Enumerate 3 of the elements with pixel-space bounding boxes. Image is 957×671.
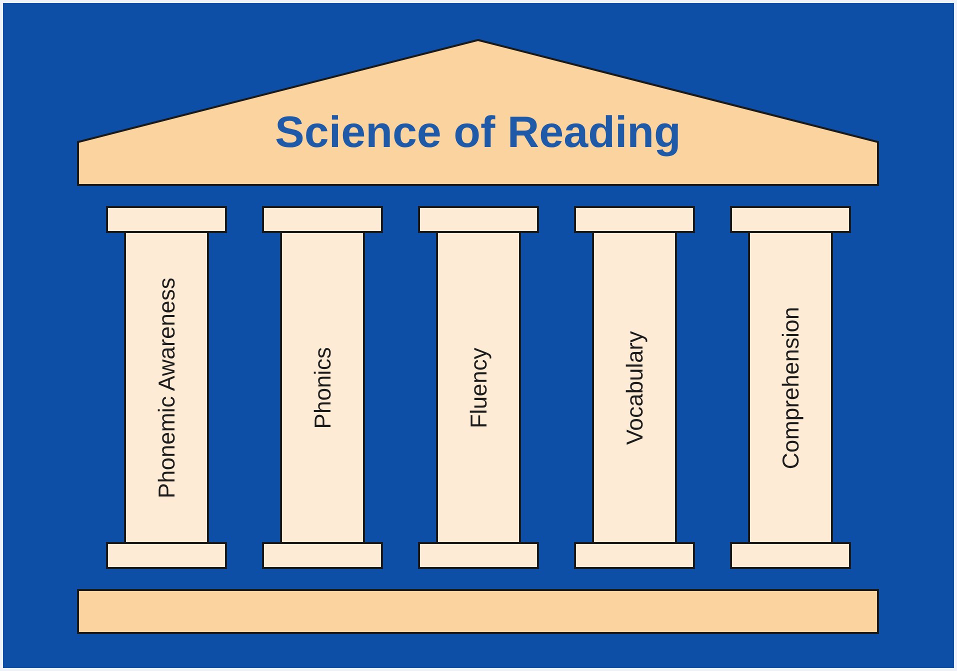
- base-slab: [78, 590, 878, 633]
- roof: [78, 40, 878, 185]
- title-text: Science of Reading: [275, 108, 681, 158]
